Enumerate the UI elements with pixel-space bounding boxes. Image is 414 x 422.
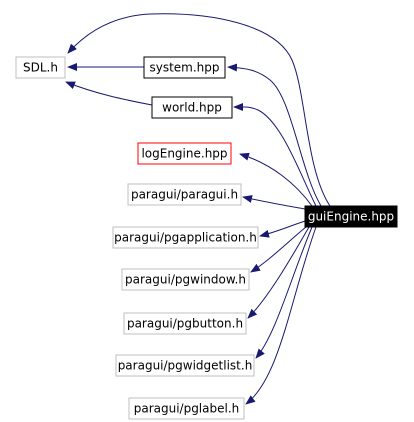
edge-world-sdl <box>65 81 153 106</box>
node-label-logengine-hpp: logEngine.hpp <box>141 147 227 161</box>
node-pglabel-h[interactable]: paragui/pglabel.h <box>128 397 245 420</box>
edge-guiengine-pgapp <box>259 220 306 238</box>
node-label-guiengine-hpp: guiEngine.hpp <box>308 210 394 224</box>
edge-guiengine-system <box>227 63 322 207</box>
node-sdl-h[interactable]: SDL.h <box>15 56 66 79</box>
edge-guiengine-pglabel <box>245 226 317 405</box>
node-label-pglabel-h: paragui/pglabel.h <box>134 402 240 416</box>
node-label-pgbutton-h: paragui/pgbutton.h <box>127 317 243 331</box>
edge-guiengine-logengine <box>239 152 313 207</box>
node-pgwindow-h[interactable]: paragui/pgwindow.h <box>121 268 250 291</box>
node-pgwidgetlist-h[interactable]: paragui/pgwidgetlist.h <box>115 354 255 377</box>
edge-guiengine-paragui <box>242 195 306 210</box>
node-label-paragui-h: paragui/paragui.h <box>131 188 238 202</box>
edge-guiengine-sdl <box>67 13 331 207</box>
node-label-pgapplication-h: paragui/pgapplication.h <box>114 231 257 245</box>
edge-guiengine-pgbutton <box>247 226 310 319</box>
edge-guiengine-pgwidgetlist <box>255 226 313 359</box>
node-label-system-hpp: system.hpp <box>149 61 219 75</box>
node-guiengine-hpp[interactable]: guiEngine.hpp <box>304 205 398 228</box>
node-pgapplication-h[interactable]: paragui/pgapplication.h <box>112 226 259 249</box>
node-label-sdl-h: SDL.h <box>23 61 58 75</box>
edge-guiengine-world <box>233 102 317 207</box>
node-logengine-hpp[interactable]: logEngine.hpp <box>137 142 232 165</box>
node-system-hpp[interactable]: system.hpp <box>143 56 226 79</box>
node-world-hpp[interactable]: world.hpp <box>151 96 233 119</box>
nodes: SDL.h system.hpp world.hpp logEngine.hpp… <box>15 56 398 420</box>
node-paragui-h[interactable]: paragui/paragui.h <box>127 183 242 206</box>
node-label-pgwidgetlist-h: paragui/pgwidgetlist.h <box>118 359 253 373</box>
node-label-world-hpp: world.hpp <box>162 101 222 115</box>
edges <box>65 13 331 405</box>
edge-guiengine-pgwindow <box>250 226 307 273</box>
node-pgbutton-h[interactable]: paragui/pgbutton.h <box>123 312 247 335</box>
node-label-pgwindow-h: paragui/pgwindow.h <box>125 273 246 287</box>
